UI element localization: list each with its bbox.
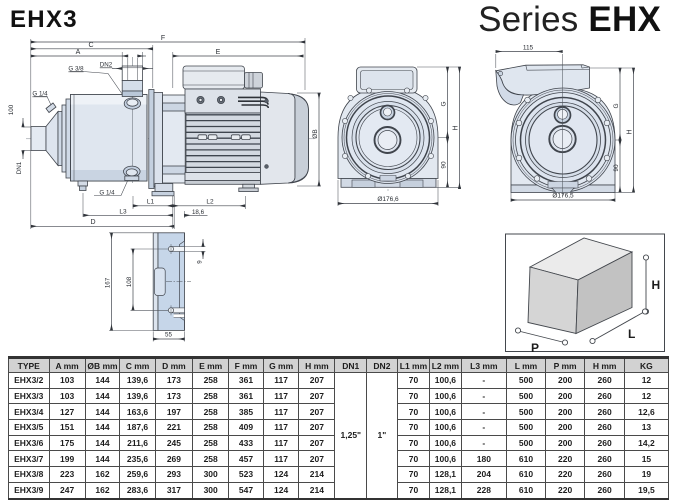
svg-text:9: 9 (197, 260, 204, 264)
svg-text:115: 115 (523, 45, 534, 52)
svg-text:G 1/4: G 1/4 (32, 91, 48, 98)
svg-text:L: L (628, 327, 635, 341)
svg-text:H: H (453, 125, 460, 130)
svg-text:F: F (161, 35, 165, 42)
svg-text:D: D (90, 219, 95, 226)
svg-text:108: 108 (126, 276, 133, 287)
svg-text:55: 55 (165, 332, 172, 339)
svg-text:C: C (88, 42, 93, 49)
svg-text:E: E (216, 49, 221, 56)
svg-text:G 3/8: G 3/8 (68, 66, 84, 73)
svg-text:100: 100 (8, 104, 15, 115)
svg-text:G: G (441, 101, 448, 106)
svg-text:L1: L1 (147, 199, 155, 206)
svg-text:G: G (613, 103, 620, 108)
svg-text:90: 90 (613, 164, 620, 172)
svg-text:Ø176,5: Ø176,5 (552, 193, 574, 200)
svg-text:DN1: DN1 (16, 161, 23, 174)
svg-text:90: 90 (441, 161, 448, 169)
svg-text:18,6: 18,6 (192, 209, 205, 216)
svg-text:L3: L3 (119, 209, 127, 216)
svg-text:H: H (627, 129, 634, 134)
svg-text:ØB: ØB (312, 129, 319, 138)
svg-text:Ø176,6: Ø176,6 (377, 196, 399, 203)
svg-text:G 1/4: G 1/4 (99, 189, 115, 196)
svg-text:L2: L2 (206, 199, 214, 206)
svg-text:P: P (531, 341, 539, 355)
svg-text:H: H (652, 278, 661, 292)
svg-text:A: A (76, 49, 81, 56)
svg-text:DN2: DN2 (100, 62, 113, 69)
svg-text:167: 167 (105, 277, 112, 288)
